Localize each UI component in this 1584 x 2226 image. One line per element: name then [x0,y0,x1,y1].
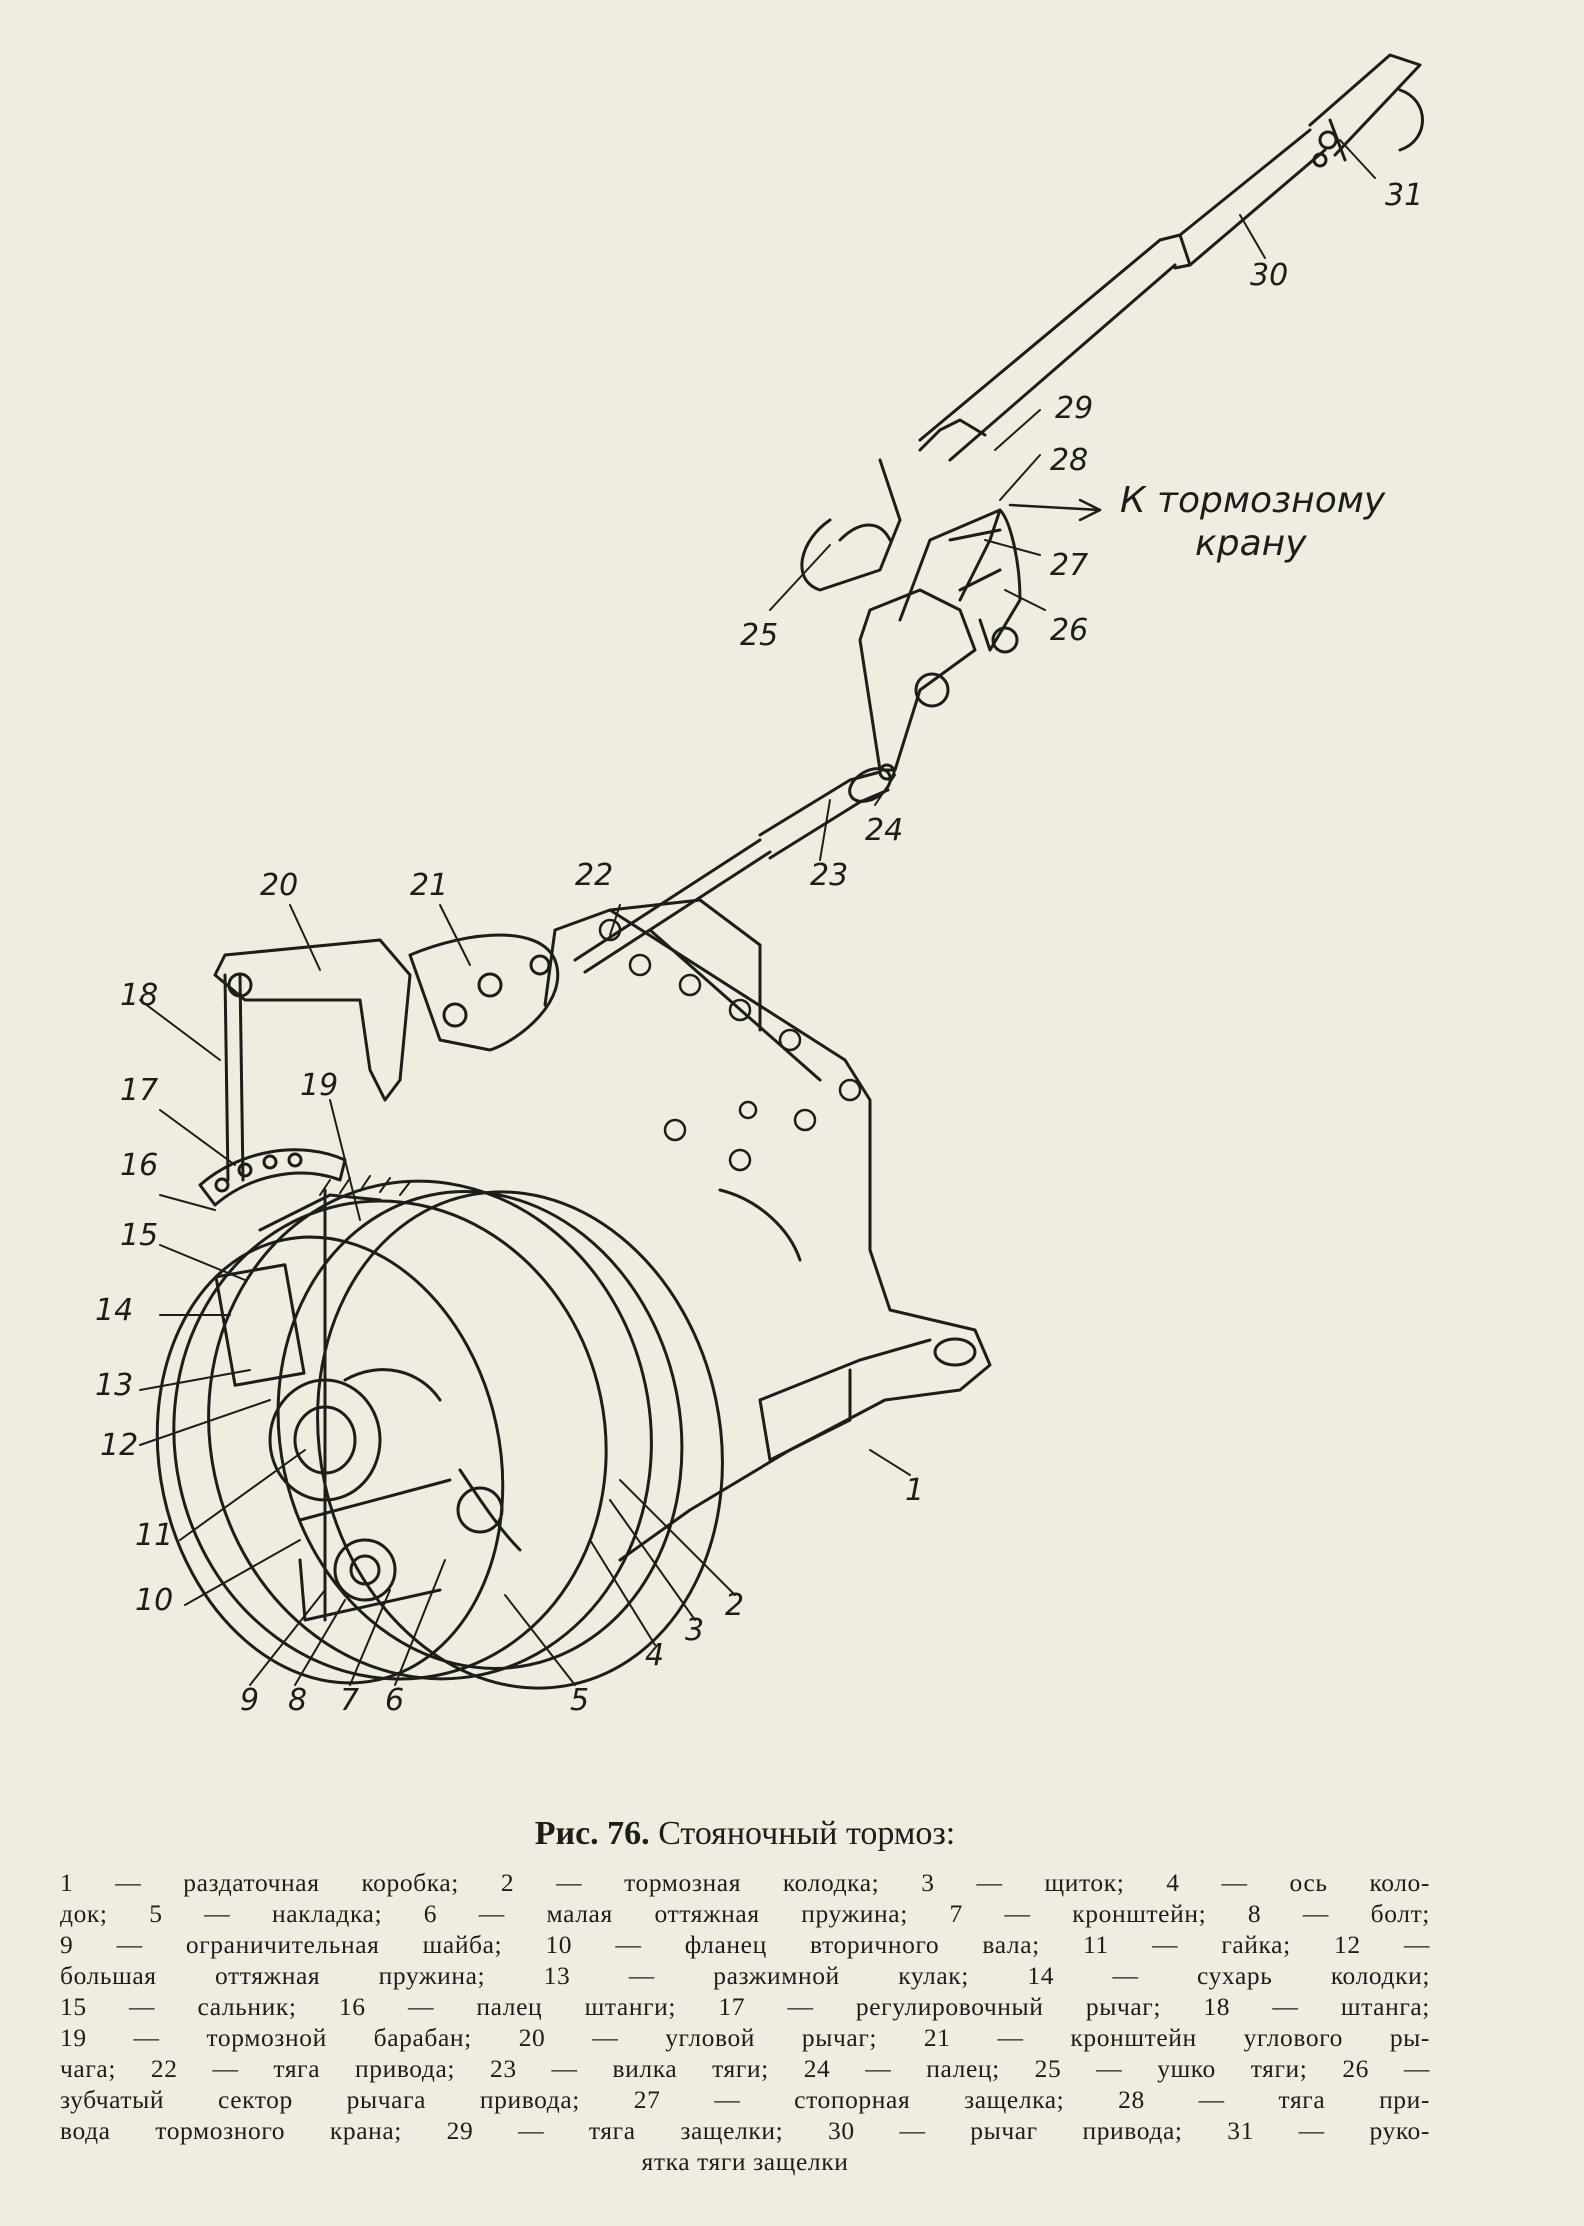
legend-line: большая оттяжная пружина; 13 — разжимной… [60,1961,1430,1990]
callout-14: 14 [95,1293,133,1328]
annotation-arrow-drawing [1008,498,1102,522]
callout-29: 29 [1055,391,1093,426]
parking-brake-illustration: 1 2 3 4 5 6 7 8 9 10 11 12 13 14 15 16 1… [95,53,1424,1718]
callout-11: 11 [135,1518,173,1553]
callout-20: 20 [260,868,298,903]
legend-line: чага; 22 — тяга привода; 23 — вилка тяги… [60,2054,1430,2083]
callout-10: 10 [135,1583,173,1618]
callout-24: 24 [865,813,903,848]
figure-title: Стояночный тормоз: [658,1815,956,1852]
callout-3: 3 [685,1613,704,1648]
legend-line: 19 — тормозной барабан; 20 — угловой рыч… [60,2023,1430,2052]
callout-1: 1 [905,1473,924,1508]
callout-22: 22 [575,858,613,893]
drum-teeth-drawing [319,1175,411,1196]
callout-12: 12 [100,1428,138,1463]
legend-line: вода тормозного крана; 29 — тяга защелки… [60,2116,1430,2145]
transfer-box-drawing [543,898,992,1562]
legend-line: 1 — раздаточная коробка; 2 — тормозная к… [60,1868,1430,1897]
legend-line: 15 — сальник; 16 — палец штанги; 17 — ре… [60,1992,1430,2021]
callout-21: 21 [410,868,448,903]
rod-18-drawing [223,973,245,1182]
callout-19: 19 [300,1068,338,1103]
callout-18: 18 [120,978,158,1013]
drive-rod-drawing [573,763,896,974]
callout-25: 25 [740,618,778,653]
callout-6: 6 [385,1683,404,1718]
angle-lever-drawing [213,933,559,1102]
leader-lines-drawing [139,139,1376,1686]
callout-27: 27 [1050,548,1088,583]
caption-title: Рис. 76. Стояночный тормоз: [60,1815,1430,1853]
legend-line: зубчатый сектор рычага привода; 27 — сто… [60,2085,1430,2114]
callout-16: 16 [120,1148,158,1183]
callout-31: 31 [1385,178,1423,213]
callout-9: 9 [240,1683,259,1718]
legend-line: 9 — ограничительная шайба; 10 — фланец в… [60,1930,1430,1959]
callout-26: 26 [1050,613,1088,648]
callout-4: 4 [645,1638,664,1673]
cover-bolts-drawing [598,918,862,1172]
callout-28: 28 [1050,443,1088,478]
callout-30: 30 [1250,258,1288,293]
brake-drum-drawing [155,1179,724,1690]
callout-2: 2 [725,1588,744,1623]
callout-15: 15 [120,1218,158,1253]
figure-caption: Рис. 76. Стояночный тормоз: 1 — раздаточ… [60,1815,1430,2177]
hand-lever-drawing [800,53,1424,772]
legend-line: ятка тяги защелки [641,2147,849,2176]
callout-17: 17 [120,1073,158,1108]
annotation-to-brake-valve-line2: крану [1195,523,1307,564]
callout-labels: 1 2 3 4 5 6 7 8 9 10 11 12 13 14 15 16 1… [95,178,1423,1718]
annotation-to-brake-valve-line1: К тормозному [1120,480,1386,521]
legend: 1 — раздаточная коробка; 2 — тормозная к… [60,1867,1430,2177]
callout-5: 5 [570,1683,589,1718]
callout-8: 8 [288,1683,307,1718]
callout-7: 7 [340,1683,359,1718]
legend-line: док; 5 — накладка; 6 — малая оттяжная пр… [60,1899,1430,1928]
callout-23: 23 [810,858,848,893]
callout-13: 13 [95,1368,133,1403]
figure-number: Рис. 76. [534,1815,650,1852]
